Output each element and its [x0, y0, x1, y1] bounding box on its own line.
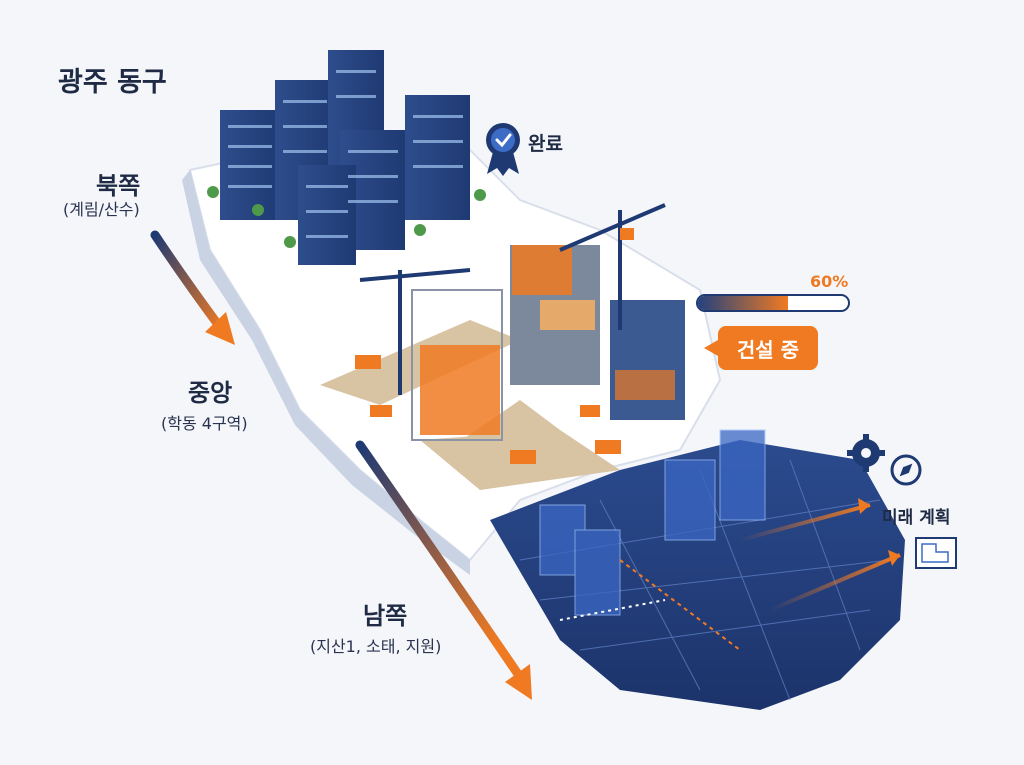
status-construction-badge: 건설 중	[704, 326, 818, 370]
status-future-label: 미래 계획	[882, 508, 951, 528]
future-plan-area	[490, 429, 905, 710]
progress-percent: 60%	[810, 272, 849, 291]
progress-bar	[696, 294, 850, 312]
page-title: 광주 동구	[58, 67, 167, 98]
status-construction-label: 건설 중	[736, 337, 800, 362]
region-central-sub: (학동 4구역)	[161, 414, 248, 433]
status-complete-label: 완료	[528, 133, 563, 155]
gear-icon	[847, 434, 885, 472]
region-south-label: 남쪽	[363, 602, 408, 630]
arrow-head-central	[205, 312, 235, 345]
region-central-label: 중앙	[188, 379, 233, 407]
region-north-sub: (계림/산수)	[63, 200, 140, 219]
flow-arrows	[150, 230, 532, 700]
arrow-head-south	[505, 664, 532, 700]
region-south-sub: (지산1, 소태, 지원)	[310, 637, 442, 656]
blueprint-icon	[915, 537, 957, 569]
award-badge-icon	[486, 123, 520, 176]
progress-bar-fill	[698, 296, 788, 310]
compass-icon	[890, 454, 922, 486]
construction-site	[355, 203, 685, 464]
completed-buildings	[207, 50, 486, 265]
region-north-label: 북쪽	[96, 172, 141, 200]
